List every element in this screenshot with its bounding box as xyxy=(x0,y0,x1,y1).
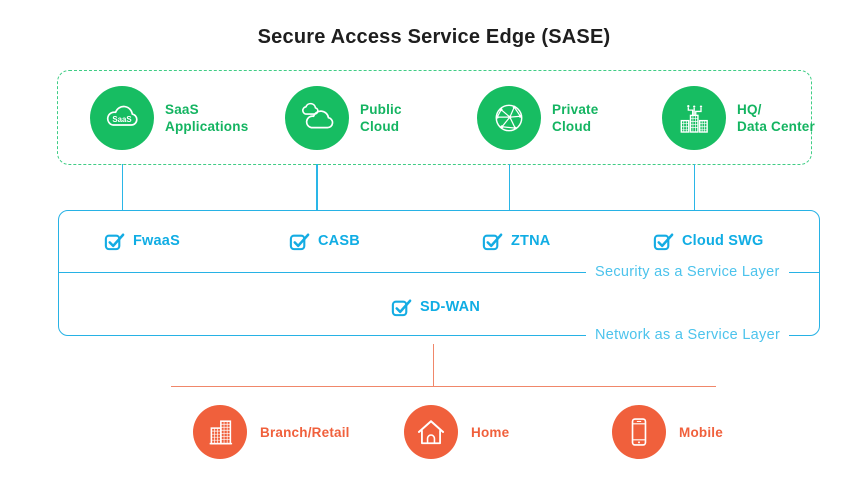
private-cloud-circle xyxy=(477,86,541,150)
service-label: SD-WAN xyxy=(419,298,481,315)
label-line-2: Cloud xyxy=(360,119,400,134)
private-cloud-icon xyxy=(495,104,523,132)
security-layer-label: Security as a Service Layer xyxy=(586,264,789,280)
connector-line xyxy=(121,164,123,210)
label-line-1: SaaS xyxy=(165,102,199,117)
saas-cloud-icon: SaaS xyxy=(106,105,138,126)
connector-line xyxy=(693,164,695,210)
edge-item-label: Branch/Retail xyxy=(260,424,350,440)
label-line-1: Private xyxy=(552,102,599,117)
label-line-1: HQ/ xyxy=(737,102,762,117)
edge-item-home: Home xyxy=(404,405,509,459)
network-nodes xyxy=(495,105,522,130)
home-icon xyxy=(417,420,445,445)
building-windows xyxy=(211,421,231,444)
service-item-sdwan: SD-WAN xyxy=(390,295,480,318)
service-label: Cloud SWG xyxy=(682,232,764,249)
cloud-item-label: Public Cloud xyxy=(360,101,402,135)
public-cloud-icon xyxy=(302,102,334,129)
checkbox-icon xyxy=(482,233,503,251)
saas-circle: SaaS xyxy=(90,86,154,150)
mobile-icon xyxy=(631,418,647,446)
edge-connector-horizontal xyxy=(171,385,716,387)
connector-line xyxy=(508,164,510,210)
cloud-item-label: SaaS Applications xyxy=(165,101,248,135)
cloud-item-hq-datacenter: HQ/ Data Center xyxy=(662,86,815,150)
saas-badge-text: SaaS xyxy=(112,115,131,124)
edge-item-branch-retail: Branch/Retail xyxy=(193,405,350,459)
checkbox-icon xyxy=(289,233,310,251)
checkbox-icon xyxy=(391,299,412,317)
cloud-zone-box xyxy=(57,70,812,165)
mobile-circle xyxy=(612,405,666,459)
home-circle xyxy=(404,405,458,459)
checkbox-icon xyxy=(104,233,125,251)
service-label: CASB xyxy=(318,232,360,249)
hq-datacenter-icon xyxy=(680,105,708,133)
edge-item-mobile: Mobile xyxy=(612,405,723,459)
cloud-item-label: Private Cloud xyxy=(552,101,598,135)
label-line-1: Public xyxy=(360,102,402,117)
building-windows xyxy=(681,115,708,132)
circuit-nodes xyxy=(687,105,703,108)
hq-circle xyxy=(662,86,726,150)
edge-connector-vertical xyxy=(432,344,434,386)
service-item-fwaas: FwaaS xyxy=(103,229,180,252)
sase-service-box xyxy=(58,210,820,336)
security-layer-divider xyxy=(59,271,819,273)
service-label: ZTNA xyxy=(511,232,551,249)
public-cloud-circle xyxy=(285,86,349,150)
checkbox-icon xyxy=(653,233,674,251)
cloud-item-private-cloud: Private Cloud xyxy=(477,86,598,150)
edge-item-label: Mobile xyxy=(679,424,723,440)
branch-retail-icon xyxy=(209,420,233,445)
cloud-item-label: HQ/ Data Center xyxy=(737,101,815,135)
service-item-ztna: ZTNA xyxy=(481,229,550,252)
page-title: Secure Access Service Edge (SASE) xyxy=(257,26,611,48)
cloud-item-saas: SaaS SaaS Applications xyxy=(90,86,248,150)
label-line-2: Cloud xyxy=(552,119,592,134)
cloud-item-public-cloud: Public Cloud xyxy=(285,86,402,150)
label-line-2: Applications xyxy=(165,119,249,134)
service-label: FwaaS xyxy=(133,232,180,249)
network-layer-label: Network as a Service Layer xyxy=(586,327,790,343)
service-item-cloud-swg: Cloud SWG xyxy=(652,229,764,252)
edge-item-label: Home xyxy=(471,424,510,440)
connector-line xyxy=(316,164,318,210)
label-line-2: Data Center xyxy=(737,119,815,134)
branch-retail-circle xyxy=(193,405,247,459)
service-item-casb: CASB xyxy=(288,229,360,252)
